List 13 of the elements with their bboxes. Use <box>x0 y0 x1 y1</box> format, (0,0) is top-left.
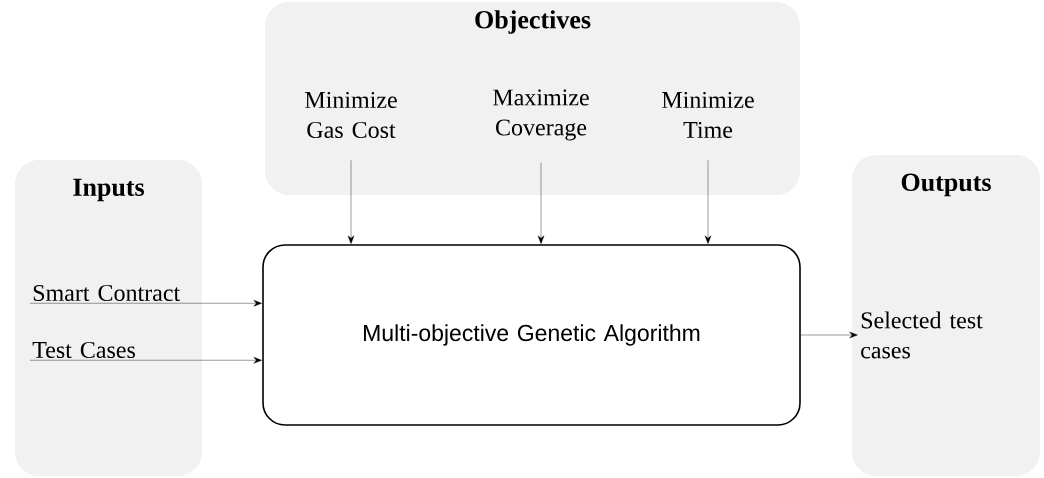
arrow <box>29 357 262 364</box>
objective-label: Minimize Time <box>662 91 754 139</box>
arrow <box>29 300 262 307</box>
input-label: Smart Contract <box>33 284 181 302</box>
output-label: Selected test cases <box>861 311 983 359</box>
arrow <box>704 160 712 244</box>
objective-label: Maximize Coverage <box>493 89 589 141</box>
objective-label: Minimize Gas Cost <box>305 91 397 139</box>
arrow <box>347 160 355 244</box>
arrow <box>800 331 858 339</box>
process-box: Multi-objective Genetic Algorithm <box>262 244 801 426</box>
input-label: Test Cases <box>32 341 135 359</box>
arrow <box>537 162 545 244</box>
